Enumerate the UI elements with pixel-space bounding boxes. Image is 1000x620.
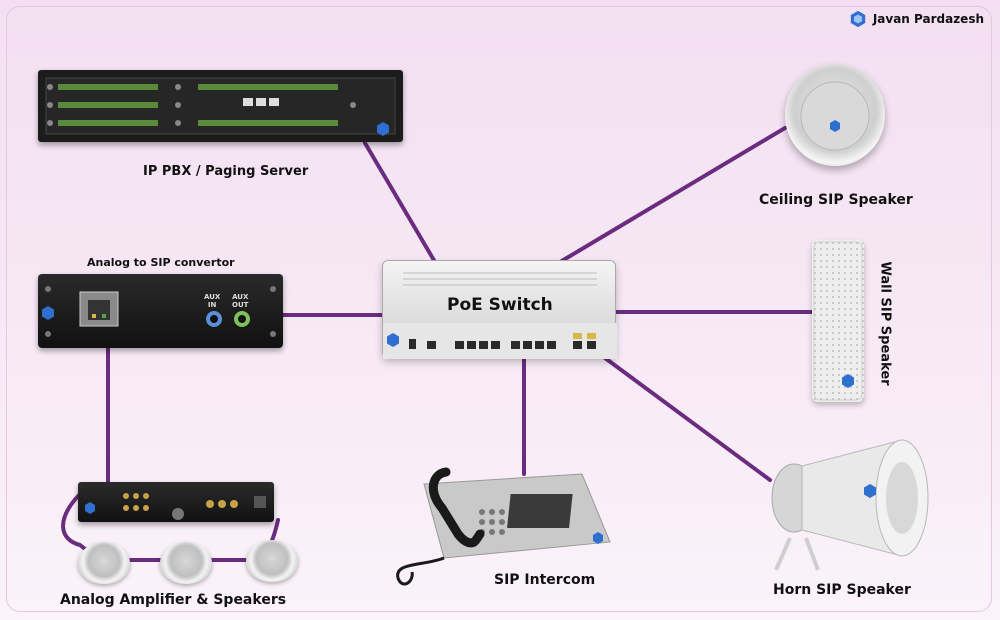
link-pbx-switch — [363, 141, 437, 264]
aux-out-label: AUX OUT — [232, 293, 249, 309]
analog-to-sip-converter: AUX IN AUX OUT — [38, 274, 283, 348]
converter-label: Analog to SIP convertor — [87, 256, 235, 269]
analog-speaker-3 — [246, 540, 298, 582]
brand: Javan Pardazesh — [849, 10, 984, 28]
wall-speaker-label: Wall SIP Speaker — [877, 261, 893, 386]
poe-switch: PoE Switch — [382, 260, 617, 359]
pbx-server-panel — [45, 77, 396, 136]
horn-sip-speaker — [762, 438, 942, 578]
javan-pardazesh-logo-icon — [849, 10, 867, 28]
ceiling-speaker-grille — [800, 81, 870, 151]
aux-in-label: AUX IN — [204, 293, 221, 309]
analog-speaker-1 — [78, 542, 130, 584]
amplifier-panel — [85, 493, 266, 520]
wall-speaker-body — [813, 241, 863, 401]
horn-speaker-body — [771, 439, 929, 571]
link-horn-switch — [603, 356, 772, 482]
analog-speaker-2 — [160, 542, 212, 584]
pbx-server — [38, 70, 403, 142]
diagram-frame — [6, 6, 992, 612]
horn-speaker-label: Horn SIP Speaker — [773, 582, 911, 598]
intercom-body — [396, 467, 611, 586]
converter-front-panel — [42, 286, 276, 337]
ceiling-sip-speaker — [785, 64, 885, 166]
brand-name: Javan Pardazesh — [872, 12, 984, 26]
analog-amplifier — [78, 482, 274, 522]
link-ceiling-switch — [558, 126, 787, 264]
sip-intercom — [384, 462, 614, 600]
amplifier-label: Analog Amplifier & Speakers — [60, 592, 287, 608]
poe-switch-panel — [383, 272, 617, 359]
ceiling-speaker-label: Ceiling SIP Speaker — [759, 192, 913, 208]
wall-sip-speaker — [812, 240, 864, 402]
intercom-label: SIP Intercom — [494, 572, 596, 588]
poe-switch-label: PoE Switch — [447, 295, 553, 315]
pbx-label: IP PBX / Paging Server — [143, 164, 309, 179]
